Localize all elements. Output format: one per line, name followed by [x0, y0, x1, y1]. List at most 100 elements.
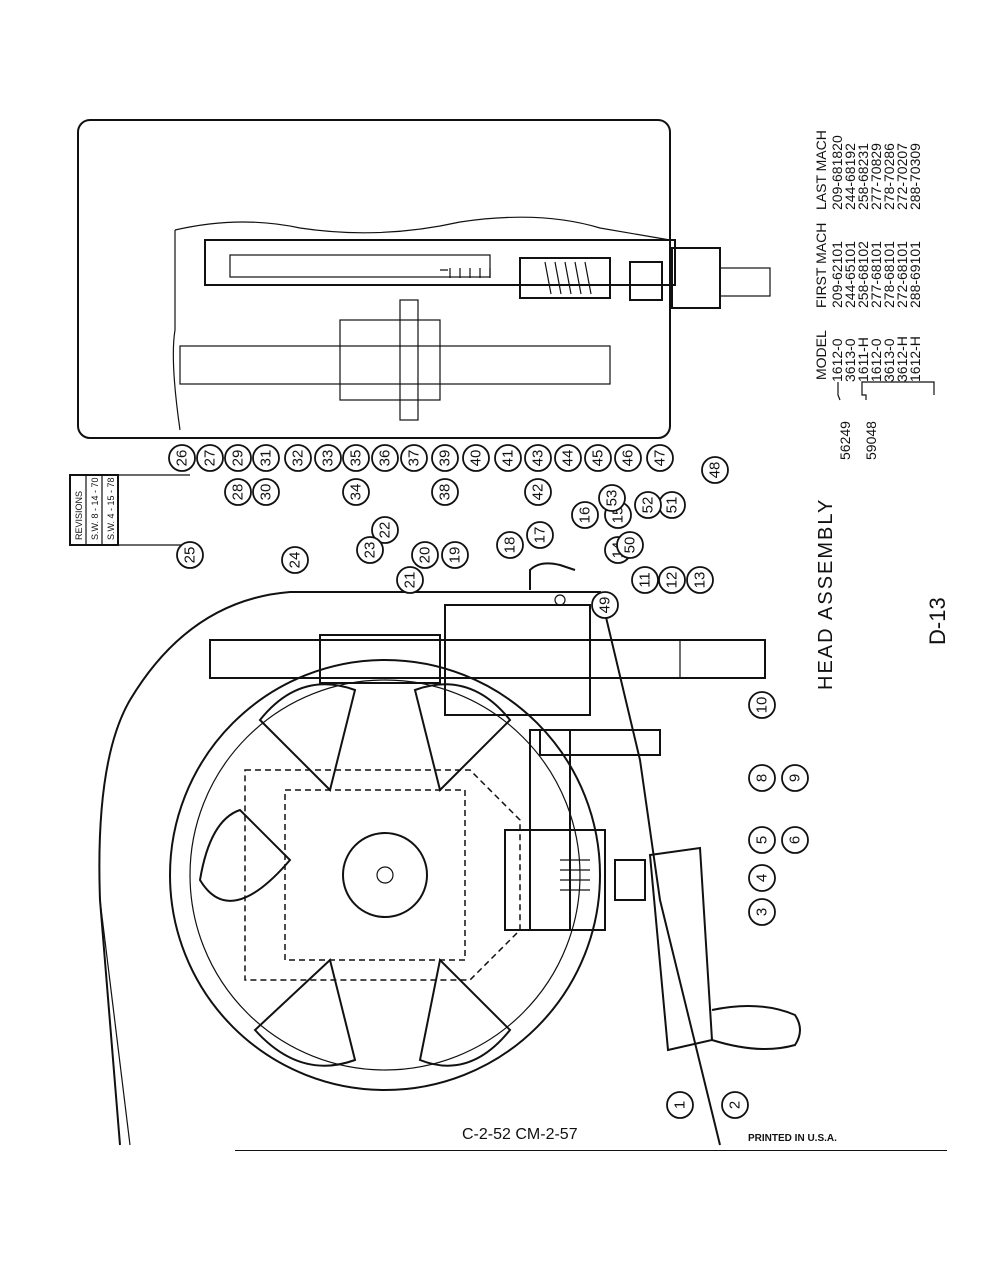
callout-9: 9: [781, 764, 809, 792]
svg-text:42: 42: [530, 484, 547, 501]
callout-39: 39: [431, 444, 459, 472]
callout-11: 11: [631, 566, 659, 594]
callout-43: 43: [524, 444, 552, 472]
svg-text:3: 3: [754, 908, 771, 916]
callout-45: 45: [584, 444, 612, 472]
table-cell-last: 258-68231: [855, 143, 871, 210]
svg-text:47: 47: [652, 450, 669, 467]
table-cell-model: 3613-0: [842, 338, 858, 382]
svg-text:35: 35: [348, 450, 365, 467]
svg-text:53: 53: [604, 490, 621, 507]
table-cell-first: 288-69101: [907, 241, 923, 308]
svg-text:45: 45: [590, 450, 607, 467]
table-cell-first: 258-68102: [855, 241, 871, 308]
svg-text:25: 25: [182, 547, 199, 564]
svg-text:38: 38: [437, 484, 454, 501]
table-header-model: MODEL: [813, 330, 829, 380]
svg-text:2: 2: [727, 1101, 744, 1109]
table-cell-model: 1611-H: [855, 337, 871, 382]
svg-text:19: 19: [447, 547, 464, 564]
revisions-box: REVISIONS S.W. 8 - 14 - 70 S.W. 4 - 15 -…: [69, 474, 190, 546]
callout-44: 44: [554, 444, 582, 472]
callout-49: 49: [591, 591, 619, 619]
svg-text:17: 17: [532, 527, 549, 544]
callout-2: 2: [721, 1091, 749, 1119]
svg-text:44: 44: [560, 450, 577, 467]
svg-text:31: 31: [258, 450, 275, 467]
svg-text:39: 39: [437, 450, 454, 467]
svg-text:12: 12: [664, 572, 681, 589]
svg-text:48: 48: [707, 462, 724, 479]
svg-text:52: 52: [640, 497, 657, 514]
callout-20: 20: [411, 541, 439, 569]
callout-16: 16: [571, 501, 599, 529]
callout-3: 3: [748, 898, 776, 926]
table-cell-model: 1612-0: [829, 338, 845, 382]
callout-17: 17: [526, 521, 554, 549]
table-cell-last: 288-70309: [907, 143, 923, 210]
table-header-last-mach: LAST MACH: [813, 130, 829, 210]
callout-31: 31: [252, 444, 280, 472]
svg-text:50: 50: [622, 537, 639, 554]
table-cell-first: 278-68101: [881, 241, 897, 308]
revision-entry: S.W. 8 - 14 - 70: [90, 477, 100, 540]
callout-4: 4: [748, 864, 776, 892]
callout-8: 8: [748, 764, 776, 792]
callout-29: 29: [224, 444, 252, 472]
callout-38: 38: [431, 478, 459, 506]
callout-53: 53: [598, 484, 626, 512]
svg-text:33: 33: [320, 450, 337, 467]
callout-51: 51: [658, 491, 686, 519]
callout-12: 12: [658, 566, 686, 594]
table-cell-last: 209-681820: [829, 135, 845, 210]
table-header-first-mach: FIRST MACH: [813, 223, 829, 308]
callout-41: 41: [494, 444, 522, 472]
callout-23: 23: [356, 536, 384, 564]
svg-text:27: 27: [202, 450, 219, 467]
callout-33: 33: [314, 444, 342, 472]
svg-text:30: 30: [258, 484, 275, 501]
svg-text:13: 13: [692, 572, 709, 589]
svg-text:41: 41: [500, 450, 517, 467]
svg-text:9: 9: [787, 774, 804, 782]
svg-text:37: 37: [406, 450, 423, 467]
svg-text:4: 4: [754, 874, 771, 882]
svg-text:36: 36: [377, 450, 394, 467]
footer-printed: PRINTED IN U.S.A.: [748, 1133, 837, 1144]
callout-37: 37: [400, 444, 428, 472]
callout-47: 47: [646, 444, 674, 472]
callout-19: 19: [441, 541, 469, 569]
svg-text:6: 6: [787, 836, 804, 844]
svg-text:1: 1: [672, 1101, 689, 1109]
callout-6: 6: [781, 826, 809, 854]
callout-50: 50: [616, 531, 644, 559]
callout-22: 22: [371, 516, 399, 544]
revisions-heading: REVISIONS: [74, 491, 84, 540]
svg-text:11: 11: [637, 572, 654, 588]
svg-text:28: 28: [230, 484, 247, 501]
svg-text:21: 21: [402, 572, 419, 589]
table-cell-first: 209-62101: [829, 241, 845, 308]
page-id: D-13: [925, 597, 950, 645]
revision-entry: S.W. 4 - 15 - 78: [106, 477, 116, 540]
table-cell-first: 272-68101: [894, 241, 910, 308]
callout-26: 26: [168, 444, 196, 472]
svg-text:40: 40: [468, 450, 485, 467]
callout-48: 48: [701, 456, 729, 484]
table-cell-first: 244-65101: [842, 241, 858, 308]
table-cell-last: 244-68192: [842, 143, 858, 210]
svg-text:24: 24: [287, 552, 304, 569]
svg-text:43: 43: [530, 450, 547, 467]
svg-text:22: 22: [377, 522, 394, 539]
svg-text:32: 32: [290, 450, 307, 467]
callout-34: 34: [342, 478, 370, 506]
svg-text:26: 26: [174, 450, 191, 467]
callout-27: 27: [196, 444, 224, 472]
part-number: 59048: [863, 421, 879, 460]
callout-18: 18: [496, 531, 524, 559]
callout-10: 10: [748, 691, 776, 719]
svg-text:46: 46: [620, 450, 637, 467]
svg-text:8: 8: [754, 774, 771, 782]
table-cell-last: 278-70286: [881, 143, 897, 210]
